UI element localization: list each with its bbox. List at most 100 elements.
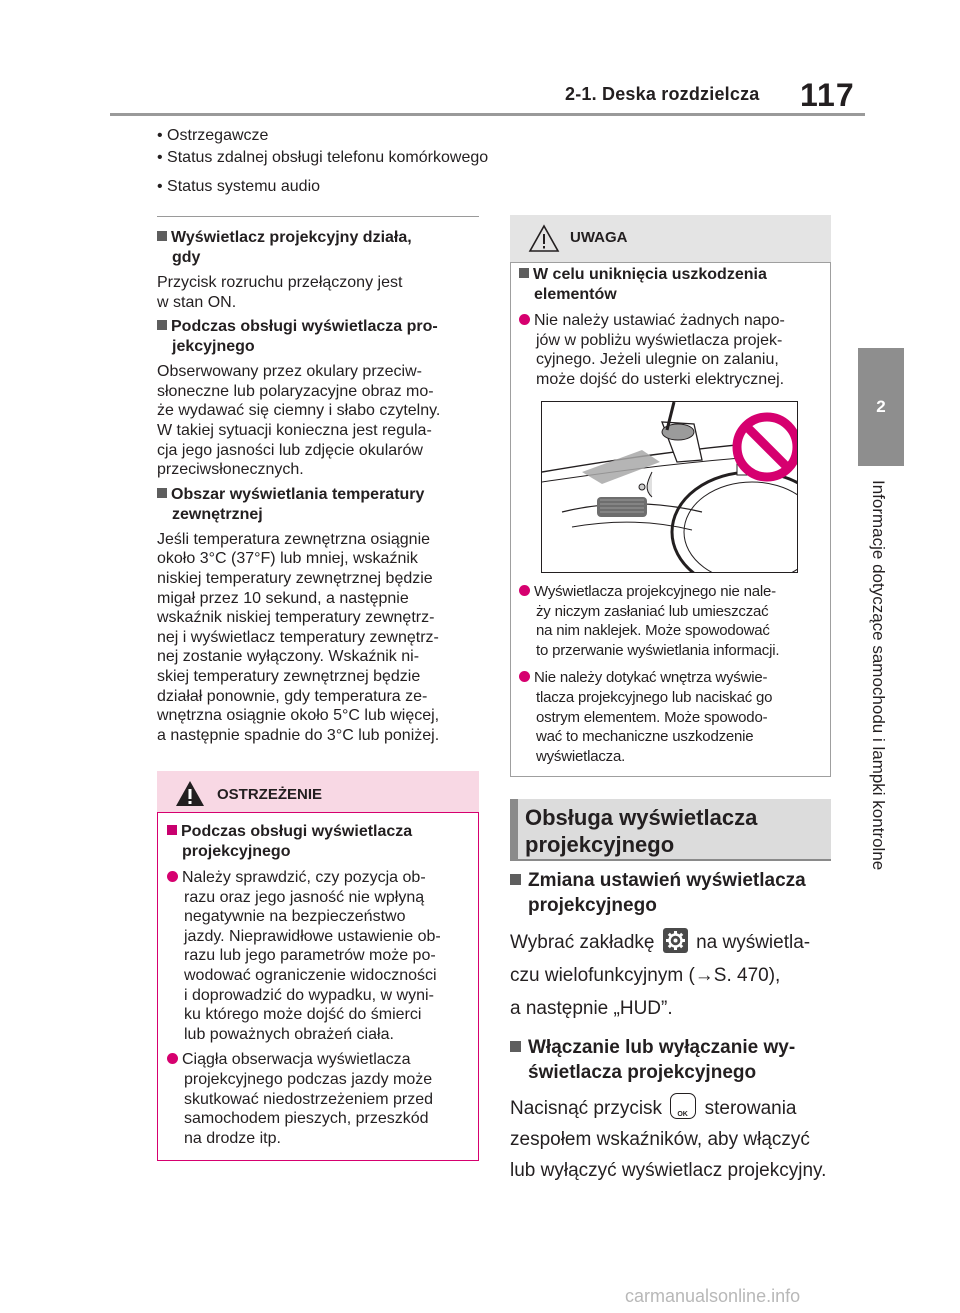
square-bullet-icon	[510, 1041, 521, 1052]
heading-text: Podczas obsługi wyświetlacza	[181, 823, 413, 840]
line: razu oraz jego jasność nie wpłyną	[184, 888, 425, 906]
line: cyjnego. Jeżeli ulegnie on zalaniu,	[536, 351, 779, 369]
line: jów w pobliżu wyświetlacza projek-	[536, 331, 783, 349]
subsection-heading: Włączanie lub wyłączanie wy-świetlacza p…	[510, 1035, 840, 1085]
line: cja jego jasności lub zdjęcie okularów	[157, 441, 423, 459]
heading-text: Włączanie lub wyłączanie wy-	[528, 1037, 796, 1058]
header-divider	[110, 113, 865, 116]
chapter-label: Informacje dotyczące samochodu i lampki …	[869, 480, 888, 871]
list-item: • Status zdalnej obsługi telefonu komórk…	[157, 149, 489, 166]
page-number: 117	[800, 77, 855, 113]
warning-bullet: Należy sprawdzić, czy pozycja ob- razu o…	[167, 868, 471, 1044]
heading-text: Obszar wyświetlania temperatury	[171, 485, 425, 503]
paragraph: Wybrać zakładkę na wyświetla- czu wielof…	[510, 926, 840, 1025]
line: Nacisnąć przycisk	[510, 1098, 663, 1119]
line: Nie należy ustawiać żadnych napo-	[534, 312, 785, 329]
square-bullet-icon	[510, 874, 521, 885]
heading-text: Zmiana ustawień wyświetlacza	[528, 870, 806, 891]
line: przeciwsłonecznych.	[157, 461, 304, 479]
heading-text: Podczas obsługi wyświetlacza pro-	[171, 318, 438, 336]
notice-bullet: Wyświetlacza projekcyjnego nie nale- ży …	[519, 582, 825, 660]
line: skiej temperatury zewnętrznej będzie	[157, 667, 421, 685]
line: Wybrać zakładkę	[510, 932, 655, 953]
line: Jeśli temperatura zewnętrzna osiągnie	[157, 530, 431, 548]
line: na drodze itp.	[184, 1129, 281, 1147]
warning-bullet: Ciągła obserwacja wyświetlacza projekcyj…	[167, 1050, 471, 1148]
subsection-heading: Wyświetlacz projekcyjny działa, gdy	[157, 228, 479, 268]
line: na nim naklejek. Może spowodować	[536, 622, 770, 640]
section-heading-accent	[510, 799, 518, 861]
line: nej i wyświetlacz temperatury zewnętrz-	[157, 628, 439, 646]
dot-bullet-icon	[167, 1053, 178, 1065]
settings-tab-icon	[662, 928, 688, 953]
dot-bullet-icon	[519, 671, 530, 683]
list-item-text: Ostrzegawcze	[167, 127, 269, 144]
line: to przerwanie wyświetlania informacji.	[536, 641, 780, 659]
heading-text: W celu uniknięcia uszkodzenia	[533, 266, 767, 283]
dot-bullet-icon	[167, 871, 178, 882]
line: wodować ograniczenie widoczności	[184, 966, 437, 984]
line: słoneczne lub polaryzacyjne obraz mo-	[157, 382, 434, 400]
dashboard-spill-illustration	[542, 402, 797, 572]
square-bullet-icon	[167, 825, 177, 835]
line: wnętrzna osiągnie około 5°C lub więcej,	[157, 707, 440, 725]
section-heading-bg	[510, 799, 831, 861]
line: Należy sprawdzić, czy pozycja ob-	[182, 869, 426, 886]
list-item: • Status systemu audio	[157, 178, 321, 195]
line: a następnie „HUD”.	[510, 998, 673, 1019]
line: projekcyjnego podczas jazdy może	[184, 1070, 433, 1088]
subsection-heading: Podczas obsługi wyświetlacza pro-jekcyjn…	[157, 317, 479, 357]
warning-header	[157, 771, 479, 813]
line: skutkować niedostrzeżeniem przed	[184, 1090, 434, 1108]
subsection-heading: Obszar wyświetlania temperatury zewnętrzn…	[157, 485, 479, 525]
line: a następnie spadnie do 3°C lub poniżej.	[157, 726, 440, 744]
heading-text: świetlacza projekcyjnego	[528, 1062, 757, 1083]
line: ży niczym zasłaniać lub umieszczać	[536, 602, 769, 620]
line: może dojść do usterki elektrycznej.	[536, 370, 785, 388]
paragraph: Nacisnąć przycisk OK sterowania zespołem…	[510, 1093, 840, 1186]
paragraph: Jeśli temperatura zewnętrzna osiągnie ok…	[157, 530, 479, 746]
line: tlacza projekcyjnego lub naciskać go	[536, 688, 773, 706]
section-title: 2-1. Deska rozdzielcza	[565, 84, 760, 104]
line: razu lub jego parametrów może po-	[184, 947, 436, 965]
line: że wydawać się ciemny i słabo czytelny.	[157, 402, 441, 420]
watermark: carmanualsonline.info	[625, 1286, 801, 1306]
heading-text: projekcyjnego	[528, 895, 657, 916]
notice-header	[510, 215, 831, 263]
warning-heading: Podczas obsługi wyświetlacza projekcyjneg…	[167, 822, 471, 862]
square-bullet-icon	[157, 487, 167, 498]
line: sterowania	[704, 1098, 797, 1119]
notice-bullet: Nie należy ustawiać żadnych napo- jów w …	[519, 311, 825, 389]
square-bullet-icon	[157, 320, 167, 331]
line: niskiej temperatury zewnętrznej będzie	[157, 569, 433, 587]
heading-text: Obsługa wyświetlacza	[525, 805, 758, 830]
heading-text: zewnętrznej	[172, 505, 263, 523]
line: w stan ON.	[157, 293, 237, 311]
notice-content-cont: Wyświetlacza projekcyjnego nie nale- ży …	[519, 582, 825, 766]
line: zespołem wskaźników, aby włączyć	[510, 1129, 810, 1150]
notice-bullet: Nie należy dotykać wnętrza wyświe- tlacz…	[519, 668, 825, 766]
line: Nie należy dotykać wnętrza wyświe-	[534, 669, 768, 687]
line: Obserwowany przez okulary przeciw-	[157, 363, 422, 381]
notice-label: UWAGA	[570, 229, 628, 246]
line: ostrym elementem. Może spowodo-	[536, 708, 768, 726]
line: lub wyłączyć wyświetlacz projekcyjny.	[510, 1160, 827, 1181]
heading-text: projekcyjnego	[182, 843, 291, 860]
section-heading-underline	[510, 859, 831, 861]
warning-content: Podczas obsługi wyświetlacza projekcyjneg…	[167, 822, 471, 1148]
heading-text: jekcyjnego	[172, 338, 255, 356]
list-item: • Ostrzegawcze	[157, 127, 269, 144]
illustration	[541, 401, 798, 573]
heading-text: Wyświetlacz projekcyjny działa,	[171, 229, 412, 246]
chapter-label-container: Informacje dotyczące samochodu i lampki …	[868, 480, 890, 880]
line: wskaźnik niskiej temperatury zewnętrz-	[157, 609, 435, 627]
line: W takiej sytuacji konieczna jest regula-	[157, 421, 432, 439]
line: Wyświetlacza projekcyjnego nie nale-	[534, 583, 776, 600]
line: czu wielofunkcyjnym (→S. 470),	[510, 965, 781, 986]
line: na wyświetla-	[696, 932, 811, 953]
line: negatywnie na bezpieczeństwo	[184, 908, 406, 926]
heading-text: gdy	[172, 249, 201, 266]
chapter-number: 2	[876, 397, 886, 416]
